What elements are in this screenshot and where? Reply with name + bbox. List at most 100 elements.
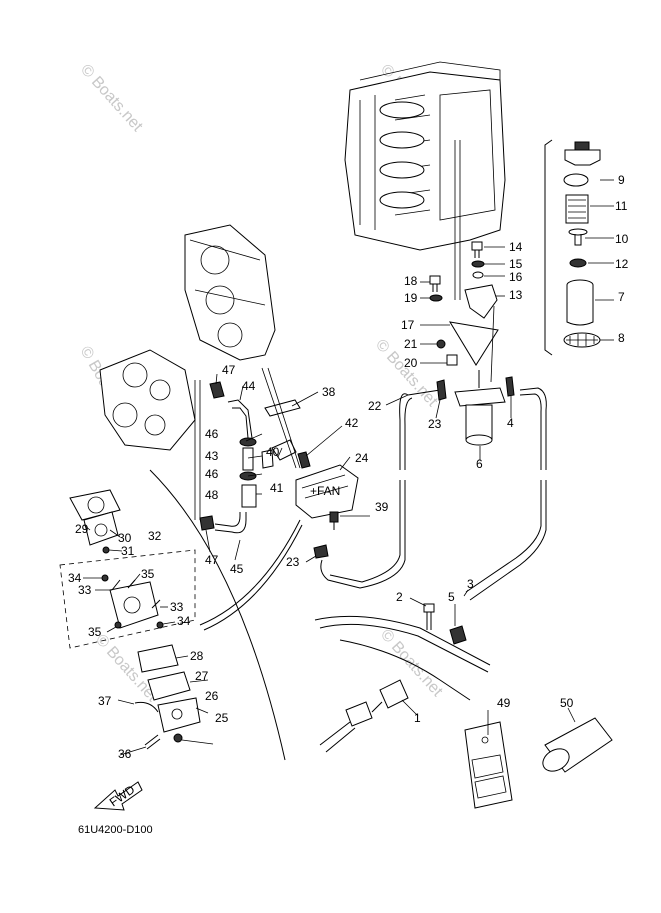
- bottom-cowling: [314, 615, 491, 701]
- fitting-41: [261, 449, 274, 469]
- callout-21: 21: [404, 337, 418, 351]
- callout-23-bottom: 23: [286, 555, 300, 569]
- callout-28: 28: [190, 649, 204, 663]
- plate-30: [83, 511, 119, 546]
- callout-27: 27: [195, 669, 209, 683]
- callout-43: 43: [205, 449, 219, 463]
- hose-22-right: [404, 397, 413, 470]
- forward-arrow-icon: FWD: [93, 781, 143, 811]
- callout-10: 10: [615, 232, 629, 246]
- callout-8: 8: [618, 331, 625, 345]
- screw-34a: [101, 574, 109, 582]
- callout-2: 2: [396, 590, 403, 604]
- o-ring-9: [563, 173, 589, 187]
- clamp-23-top: [436, 379, 447, 401]
- pin-33b: [151, 599, 161, 609]
- pin-36: [144, 734, 161, 750]
- fuel-connector-1: [319, 679, 409, 753]
- callout-9: 9: [618, 173, 625, 187]
- callout-4: 4: [507, 416, 514, 430]
- bracket-17: [449, 321, 499, 366]
- callout-47-top: 47: [222, 363, 236, 377]
- callout-37: 37: [98, 694, 112, 708]
- callout-45: 45: [230, 562, 244, 576]
- clip-47-top: [209, 381, 225, 399]
- screw-34b: [156, 621, 164, 629]
- washer-15: [471, 260, 485, 268]
- screw-25: [173, 733, 183, 743]
- callout-35b: 35: [88, 625, 102, 639]
- callout-41: 41: [270, 481, 284, 495]
- callout-46-top: 46: [205, 427, 219, 441]
- callout-47-bottom: 47: [205, 553, 219, 567]
- hose-lower: [320, 480, 406, 589]
- callout-33b: 33: [170, 600, 184, 614]
- hose-44: [227, 399, 253, 439]
- hose-22: [399, 389, 441, 470]
- callout-labels: 1 2 3 4 5 6 7 8 9 10 11 12 13 14 15 16 1…: [68, 173, 629, 761]
- connector-lines: [194, 367, 301, 520]
- callout-49: 49: [497, 696, 511, 710]
- callout-23-top: 23: [428, 417, 442, 431]
- group-32-box: [59, 549, 196, 649]
- label-card-49: [464, 721, 513, 809]
- callout-34b: 34: [177, 614, 191, 628]
- bolt-39: [329, 511, 339, 530]
- washer-12: [569, 258, 587, 268]
- callout-24: 24: [355, 451, 369, 465]
- filter-cap-9: [564, 141, 601, 166]
- callout-16: 16: [509, 270, 523, 284]
- callout-35a: 35: [141, 567, 155, 581]
- filter-cup-7: [566, 279, 594, 326]
- callout-7: 7: [618, 290, 625, 304]
- callout-25: 25: [215, 711, 229, 725]
- bypass-line: [199, 519, 303, 631]
- elbow-40: [271, 439, 297, 461]
- engine-block-illustration: [344, 61, 506, 300]
- watermark: © Boats.net: [77, 61, 146, 135]
- callout-39: 39: [375, 500, 389, 514]
- callout-50: 50: [560, 696, 574, 710]
- bolt-18: [429, 275, 441, 292]
- intake-manifold-illustration: [99, 349, 196, 451]
- grommet-21: [436, 339, 446, 349]
- callout-36: 36: [118, 747, 132, 761]
- callout-20: 20: [404, 356, 418, 370]
- callout-38: 38: [322, 385, 336, 399]
- callout-46-bottom: 46: [205, 467, 219, 481]
- collar-20: [446, 354, 458, 366]
- clamp-4: [505, 376, 515, 397]
- pump-26: [157, 697, 201, 733]
- bracket-13: [464, 284, 498, 319]
- nut-8: [563, 332, 601, 348]
- fitting-43: [242, 447, 254, 471]
- sleeve-50: [542, 717, 613, 773]
- gasket-28: [137, 644, 179, 673]
- callout-19: 19: [404, 291, 418, 305]
- screw-31: [102, 546, 110, 554]
- callout-40: 40: [266, 445, 280, 459]
- callout-15: 15: [509, 257, 523, 271]
- fitting-5: [449, 625, 467, 645]
- pin-33a: [111, 579, 121, 591]
- callout-44: 44: [242, 379, 256, 393]
- plate-38: [264, 399, 301, 417]
- callout-17: 17: [401, 318, 415, 332]
- callout-11: 11: [615, 199, 628, 213]
- clamp-42: [297, 451, 311, 469]
- clamp-23-bottom: [313, 544, 329, 559]
- clip-47-bottom: [199, 515, 215, 531]
- group-arc: [149, 469, 286, 761]
- pump-body-32: [109, 581, 159, 629]
- callout-3: 3: [467, 577, 474, 591]
- bolt-2: [423, 603, 435, 630]
- callout-34a: 34: [68, 571, 82, 585]
- callout-42: 42: [345, 416, 359, 430]
- hose-top-right: [519, 387, 547, 470]
- screw-10: [568, 228, 588, 246]
- svg-text:+FAN: +FAN: [310, 484, 340, 498]
- callout-18: 18: [404, 274, 418, 288]
- gasket-27: [147, 671, 191, 701]
